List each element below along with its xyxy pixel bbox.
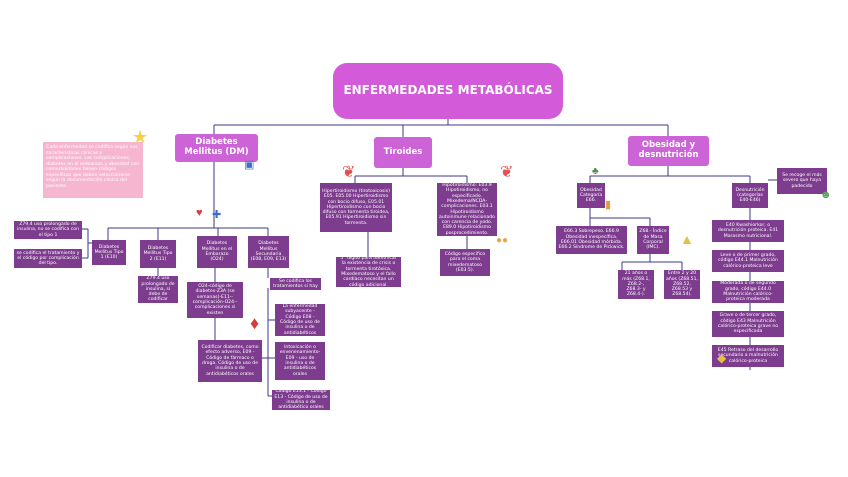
secundaria-enfermedad-box: La enfermedad subyacente - Código E08 - …: [275, 304, 325, 336]
desnutricion-leve-box: Leve o de primer grado, código E44.1 Mal…: [712, 250, 784, 272]
obesidad-categoria-box: Obesidad Categoría E66.: [577, 183, 605, 208]
blood-drop-character-icon: ♦: [250, 313, 260, 333]
food-icons: ●●: [496, 235, 509, 246]
fries-icon: ▲: [680, 231, 694, 247]
kwashiorkor-box: E40 Kwashiorkor, o desnutrición proteica…: [712, 220, 784, 242]
sobrepeso-box: E66.3 Sobrepeso. E66.9 Obesidad inespecí…: [556, 226, 627, 254]
tooth-character-icon: ☻: [820, 189, 832, 201]
thyroid-right-icon: ❦: [500, 164, 514, 181]
vegetables-icon: ♣: [592, 166, 599, 177]
hipotiroidismo-box: Hipotiroidismo: E03.9 Hipotiroidismo, no…: [437, 183, 497, 236]
category-tiroides: Tiroides: [374, 137, 432, 168]
imc-ninos-box: Entre 2 y 20 años (Z68.51, Z68.52, Z68.5…: [664, 270, 700, 299]
retraso-box: E45 Retraso del desarrollo secundario a …: [712, 345, 784, 367]
desnutricion-moderada-box: Moderada o de segundo grado, código E44.…: [712, 281, 784, 303]
glucometer-icon: ▣: [244, 159, 255, 171]
secundaria-intoxicacion-box: Intoxicación o envenenamiento- E09 - uso…: [275, 342, 325, 380]
hipertiroidismo-box: Hipertiroidismo (tirotoxicosis) E05. E05…: [320, 183, 392, 232]
imc-box: Z68.- Índice de Masa Corporal (IMC).: [637, 226, 669, 254]
diabetes-secundaria: Diabetes Mellitus Secundaria (E08, E09, …: [248, 236, 289, 268]
soda-icon: ▮: [605, 199, 612, 211]
category-obesidad: Obesidad y desnutrición: [628, 136, 709, 166]
blood-drop-icon: ♥: [196, 207, 203, 219]
main-title: ENFERMEDADES METABÓLICAS: [333, 63, 563, 119]
insulin-pen-icon: ✚: [212, 209, 222, 221]
category-diabetes: Diabetes Mellitus (DM): [175, 134, 258, 162]
secundaria-e13-box: Código E13.1 - Código E13 - Código de us…: [272, 390, 330, 410]
severo-box: Se recoge el más severo que haya padecid…: [777, 168, 827, 194]
secundaria-tratamiento-box: Se codifica los tratamientos si hay: [270, 278, 321, 290]
imc-adultos-box: 21 años o más (Z68.1, Z68.2-, Z68.3- y Z…: [618, 270, 654, 299]
desnutricion-box: Desnutrición (categorías E40-E46): [732, 183, 768, 208]
tipo1-complicacion-box: se codifica el tratamiento y el código p…: [14, 249, 82, 268]
thyroid-left-icon: ❦: [342, 164, 356, 181]
cheese-icon: ◆: [717, 351, 727, 365]
codificar-efecto-box: Codificar diabetes, como efecto adverso,…: [198, 340, 262, 382]
tipo2-insulina-box: Z79.4 uso prolongado de insulina, si deb…: [138, 276, 178, 303]
diabetes-embarazo: Diabetes Mellitus en el Embarazo (O24): [197, 236, 237, 268]
star-sticker-icon: ★: [132, 127, 149, 147]
diabetes-tipo1: Diabetes Mellitus Tipo 1 (E10): [92, 240, 126, 265]
note-card: Cada enfermedad se codifica según sus ca…: [43, 142, 143, 198]
diabetes-tipo2: Diabetes Mellitus Tipo 2 (E11): [140, 240, 176, 268]
embarazo-codigo-box: O24-código de diabetes-Z3A (se semanas)-…: [187, 282, 243, 318]
tipo1-insulina-box: Z79.4 uso prolongado de insulina, no se …: [14, 221, 82, 239]
digito-box: 5° dígito para identificar la existencia…: [336, 257, 401, 287]
desnutricion-grave-box: Grave o de tercer grado, código E43 Maln…: [712, 311, 784, 337]
especifico-box: Código específico para el coma mixedemat…: [440, 249, 490, 276]
